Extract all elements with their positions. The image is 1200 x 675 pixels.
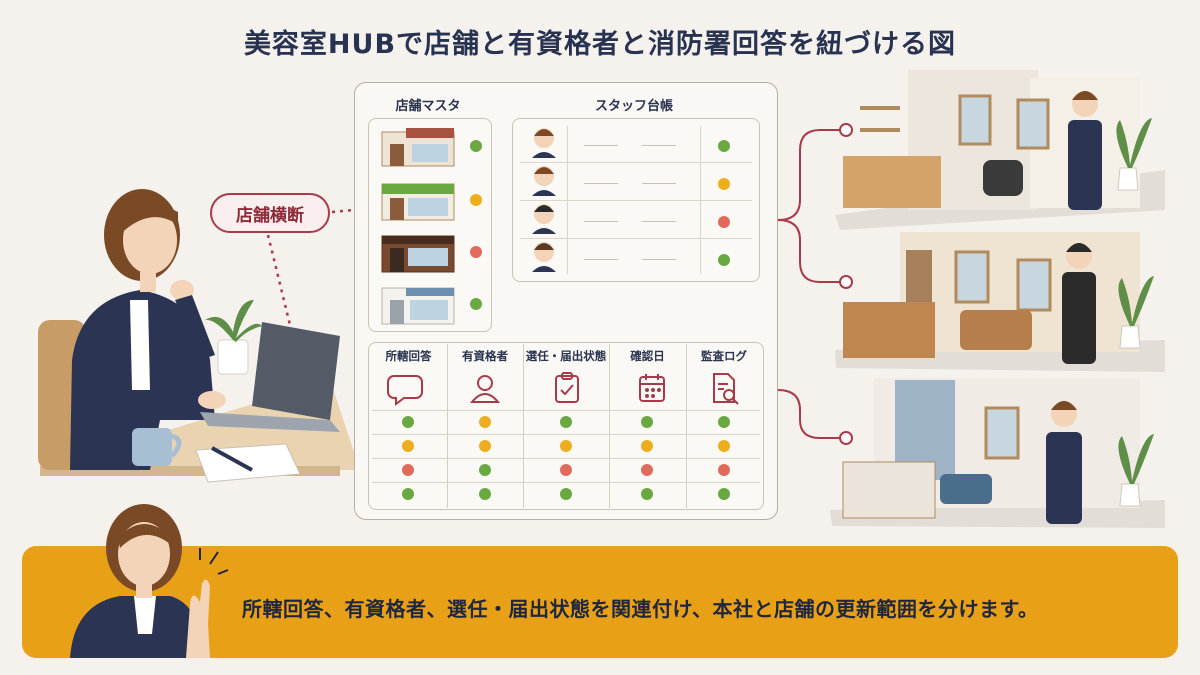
laptop-screen: [252, 322, 340, 420]
matrix-status-dot: [402, 488, 414, 500]
salon-connectors: [777, 129, 840, 439]
woman-face: [123, 206, 177, 274]
presenter-woman: [70, 504, 229, 658]
clipboard-check-icon: [555, 372, 579, 403]
matrix-status-dot: [479, 488, 491, 500]
column-header-qualified-person: 有資格者: [462, 349, 508, 363]
matrix-status-dot: [718, 464, 730, 476]
staff-avatars: [532, 128, 556, 272]
callout-store-cross: 店舗横断: [210, 193, 330, 233]
matrix-status-dot: [718, 440, 730, 452]
store-thumbnails: [381, 128, 455, 325]
matrix-status-dot: [479, 464, 491, 476]
callout-connector: [266, 234, 292, 326]
store-status-4: [470, 298, 482, 310]
column-header-confirmation-date: 確認日: [630, 349, 665, 363]
matrix-status-dot: [718, 488, 730, 500]
matrix-status-dot: [641, 464, 653, 476]
matrix-status-dot: [402, 440, 414, 452]
staff-ledger-title: スタッフ台帳: [594, 99, 673, 114]
staff-status-2: [718, 178, 730, 190]
summary-banner: [22, 546, 1178, 658]
store-status-3: [470, 246, 482, 258]
desk-scene: [38, 189, 360, 483]
laptop-base: [200, 412, 340, 432]
pointing-hand: [186, 579, 210, 658]
matrix-status-dot: [560, 464, 572, 476]
staff-avatar-1: [532, 128, 556, 158]
matrix-status-dot: [479, 416, 491, 428]
page-title: 美容室HUBで店舗と有資格者と消防署回答を紐づける図: [243, 29, 957, 60]
matrix-status-dot: [560, 416, 572, 428]
store-icon-3: [381, 235, 455, 273]
column-header-audit-log: 監査ログ: [701, 349, 747, 363]
matrix-status-dot: [479, 440, 491, 452]
sparkle-icon: [199, 548, 229, 575]
staff-avatar-4: [532, 242, 556, 272]
matrix-status-dot: [560, 440, 572, 452]
matrix-status-dot: [718, 416, 730, 428]
staff-status-1: [718, 140, 730, 152]
salon-illustration-3: [830, 378, 1165, 528]
staff-status-4: [718, 254, 730, 266]
column-icons: [387, 372, 739, 406]
column-header-jurisdiction-answer: 所轄回答: [385, 349, 432, 363]
matrix-status-dot: [560, 488, 572, 500]
store-icon-2: [381, 183, 455, 221]
document-search-icon: [713, 373, 739, 405]
speech-bubble-icon: [387, 375, 423, 406]
desk-plant: [205, 300, 262, 342]
matrix-status-dot: [641, 440, 653, 452]
salon-illustration-2: [835, 232, 1165, 372]
summary-banner-text: 所轄回答、有資格者、選任・届出状態を関連付け、本社と店舗の更新範囲を分けます。: [242, 597, 1039, 621]
matrix-status-dot: [402, 416, 414, 428]
calendar-icon: [639, 374, 665, 402]
matrix-status-dot: [402, 464, 414, 476]
matrix-status-dot: [641, 488, 653, 500]
store-status-2: [470, 194, 482, 206]
store-icon-1: [381, 128, 455, 167]
person-icon: [469, 375, 501, 403]
matrix-status-dot: [641, 416, 653, 428]
staff-status-3: [718, 216, 730, 228]
column-header-appointment-status: 選任・届出状態: [525, 349, 607, 363]
staff-avatar-2: [532, 166, 556, 196]
coffee-mug: [132, 428, 172, 466]
salon-illustration-1: [835, 70, 1165, 230]
store-status-1: [470, 140, 482, 152]
store-icon-4: [381, 287, 455, 325]
store-master-title: 店舗マスタ: [395, 99, 461, 114]
staff-avatar-3: [532, 204, 556, 234]
